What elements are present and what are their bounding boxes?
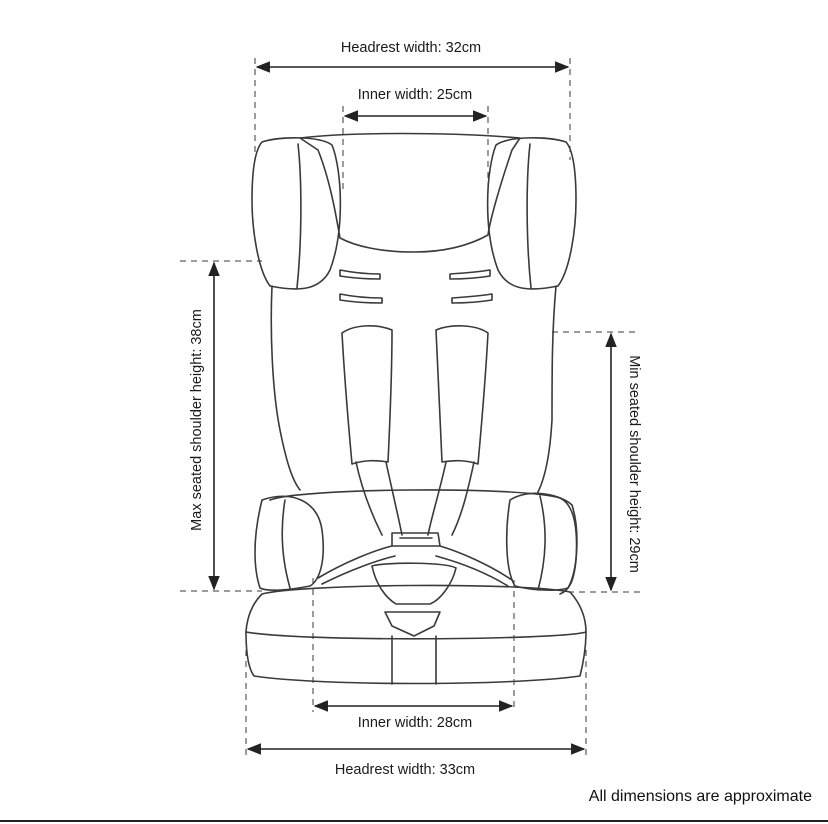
seat-cushion-front [245,631,587,685]
harness-straps [355,461,475,536]
headrest-left-wing [251,137,342,290]
headrest-right-wing [486,137,577,290]
inner-top-label: Inner width: 25cm [358,87,472,103]
headrest-center-panel [299,132,521,253]
right-shoulder-pad [435,325,489,465]
seat-back [270,285,557,493]
bottom-divider [0,820,828,822]
headrest-right-wing-seam [526,143,532,289]
left-armrest [254,495,325,591]
dimension-labels: Headrest width: 32cm Inner width: 25cm M… [189,40,642,778]
crotch-strap [391,635,437,685]
right-armrest [505,492,578,591]
car-seat-illustration [245,132,587,685]
approximate-note: All dimensions are approximate [588,788,812,805]
min-shoulder-label: Min seated shoulder height: 29cm [626,355,642,573]
dimension-arrows [208,61,617,755]
inner-bottom-label: Inner width: 28cm [358,715,472,731]
max-shoulder-label: Max seated shoulder height: 38cm [189,309,205,531]
extension-lines [180,58,640,760]
chest-clip [391,532,441,547]
seat-base-back [269,489,578,595]
headrest-top-label: Headrest width: 32cm [341,40,481,56]
vent-slots [339,269,493,304]
left-shoulder-pad [341,325,393,465]
headrest-left-wing-seam [296,143,302,289]
lap-belt [317,545,513,587]
crotch-buckle [371,562,457,637]
headrest-bottom-label: Headrest width: 33cm [335,762,475,778]
